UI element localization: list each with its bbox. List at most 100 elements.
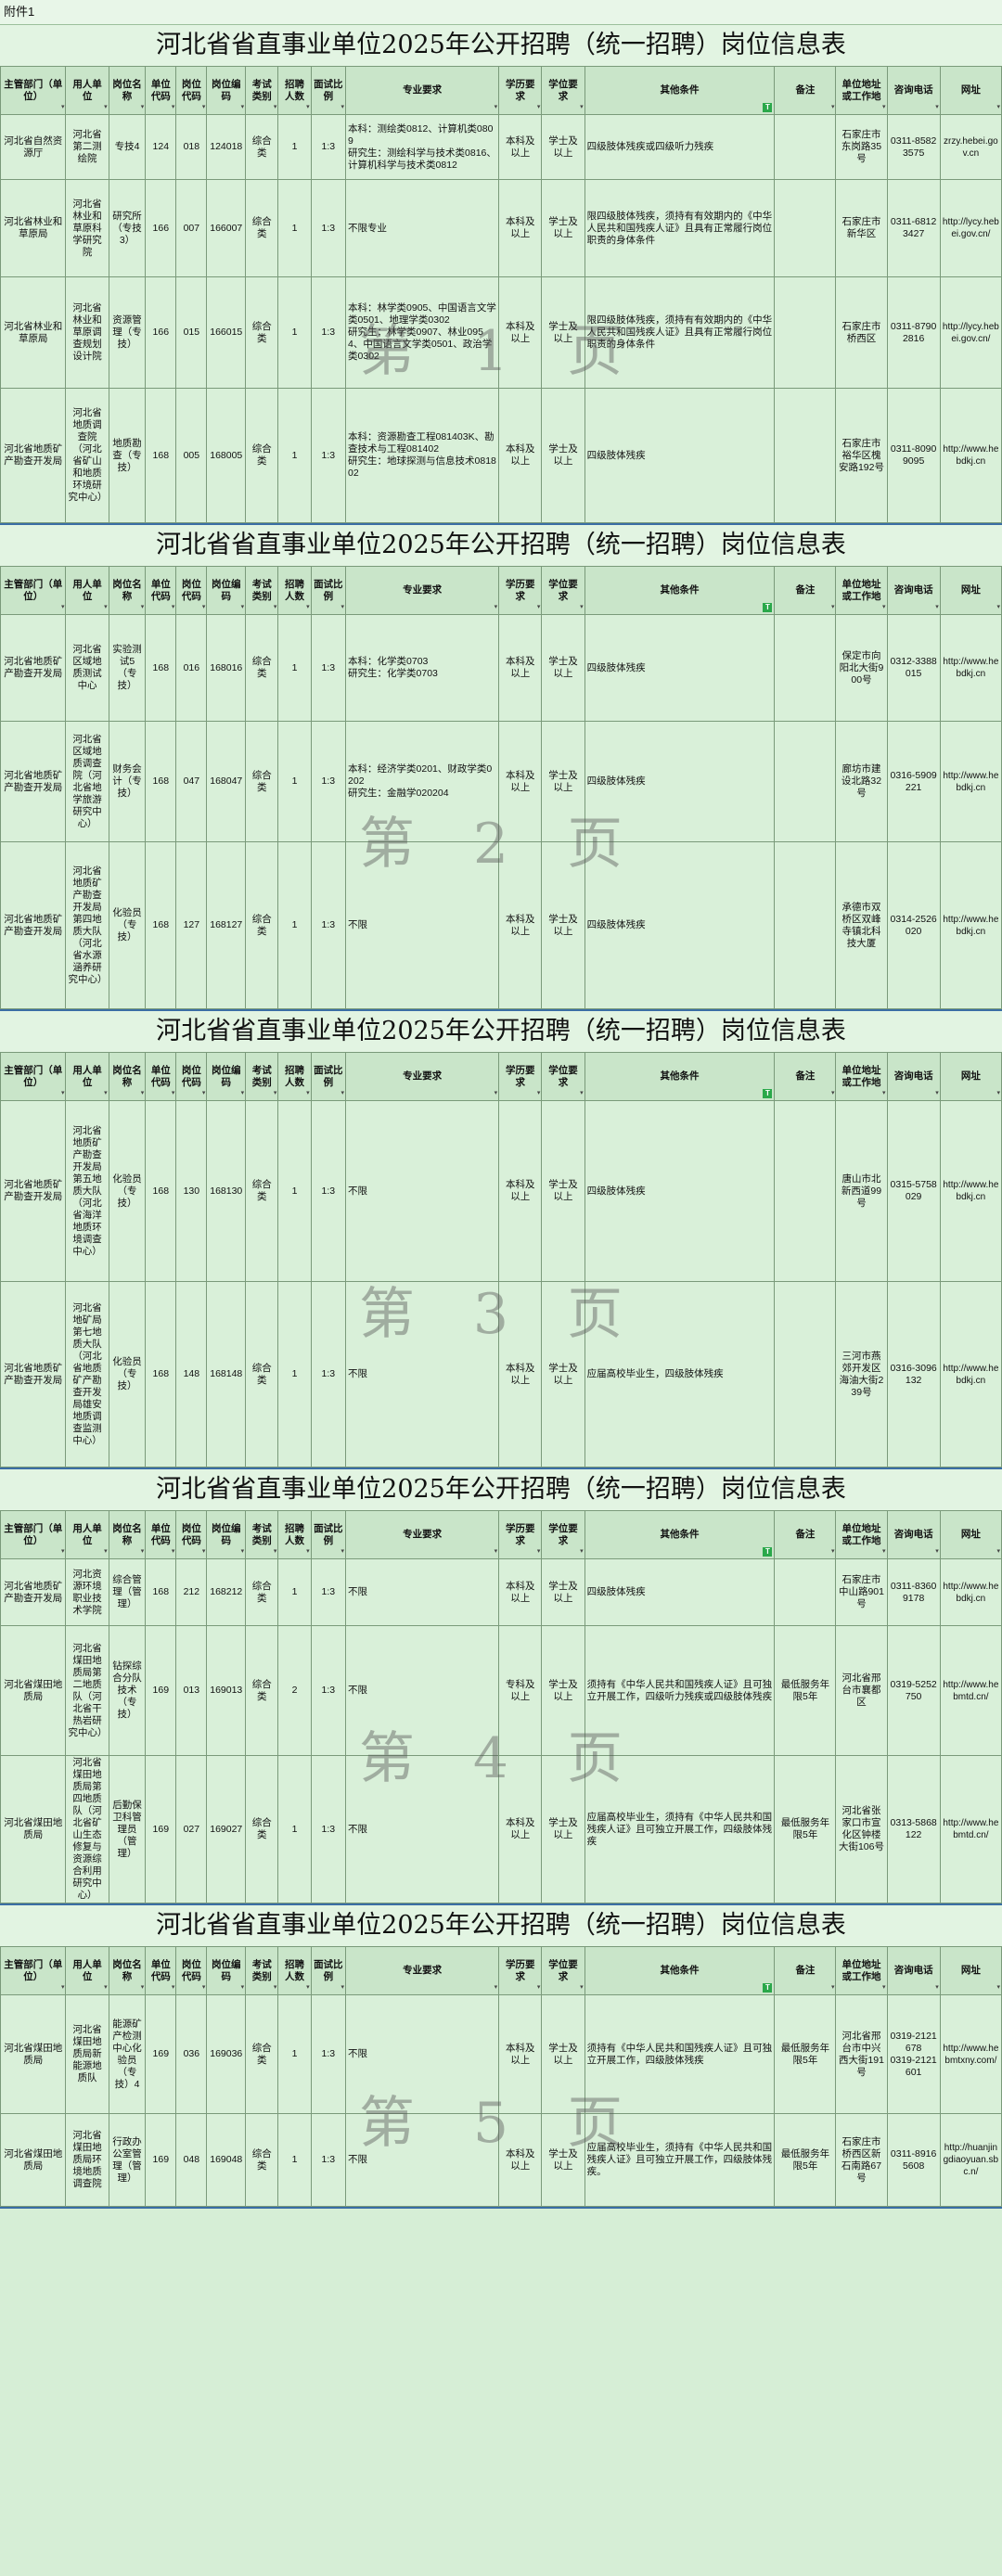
cell-degree[interactable]: 学士及以上 (541, 2113, 585, 2207)
cell-phone[interactable]: 0316-5909221 (886, 721, 941, 842)
cell-employer[interactable]: 河北省林业和草原调查规划设计院 (65, 276, 109, 389)
cell-unit-code[interactable]: 168 (145, 614, 177, 722)
filter-dropdown-icon[interactable]: ▾ (830, 604, 835, 610)
filter-active-icon[interactable]: T (763, 1089, 773, 1098)
cell-post-number[interactable]: 168005 (206, 388, 247, 523)
cell-address[interactable]: 河北省邢台市中兴西大街191号 (835, 1994, 888, 2114)
filter-dropdown-icon[interactable]: ▾ (580, 1090, 584, 1096)
cell-unit-code[interactable]: 169 (145, 1994, 177, 2114)
cell-headcount[interactable]: 1 (277, 276, 312, 389)
cell-post-code[interactable]: 048 (175, 2113, 208, 2207)
cell-phone[interactable]: 0313-5868122 (886, 1755, 941, 1903)
cell-employer[interactable]: 河北省地质矿产勘查开发局第五地质大队（河北省海洋地质环境调查中心） (65, 1100, 109, 1282)
cell-ratio[interactable]: 1:3 (310, 1558, 347, 1626)
cell-ratio[interactable]: 1:3 (310, 276, 347, 389)
filter-dropdown-icon[interactable]: ▾ (882, 1090, 886, 1096)
cell-post-number[interactable]: 168127 (206, 841, 247, 1009)
cell-remark[interactable] (774, 614, 837, 722)
filter-dropdown-icon[interactable]: ▾ (935, 1548, 939, 1555)
cell-major[interactable]: 不限 (345, 1558, 500, 1626)
cell-degree[interactable]: 学士及以上 (541, 614, 585, 722)
header-address[interactable]: 单位地址或工作地▾ (835, 1946, 888, 1995)
header-degree[interactable]: 学位要求▾ (541, 1946, 585, 1995)
filter-dropdown-icon[interactable]: ▾ (60, 1548, 65, 1555)
cell-education[interactable]: 本科及以上 (498, 721, 543, 842)
cell-post-code[interactable]: 130 (175, 1100, 208, 1282)
cell-conditions[interactable]: 应届高校毕业生，须持有《中华人民共和国残疾人证》且可独立开展工作，四级肢体残疾 (584, 1755, 776, 1903)
header-unit-code[interactable]: 单位代码▾ (145, 66, 177, 115)
cell-degree[interactable]: 学士及以上 (541, 1100, 585, 1282)
header-phone[interactable]: 咨询电话▾ (886, 566, 941, 615)
cell-phone[interactable]: 0311-80909095 (886, 388, 941, 523)
cell-remark[interactable]: 最低服务年限5年 (774, 1755, 837, 1903)
filter-dropdown-icon[interactable]: ▾ (104, 1548, 108, 1555)
cell-headcount[interactable]: 1 (277, 1281, 312, 1467)
cell-phone[interactable]: 0314-2526020 (886, 841, 941, 1009)
cell-dept[interactable]: 河北省地质矿产勘查开发局 (0, 841, 67, 1009)
filter-dropdown-icon[interactable]: ▾ (935, 604, 939, 610)
cell-website[interactable]: http://lycy.hebei.gov.cn/ (939, 276, 1002, 389)
header-major[interactable]: 专业要求▾ (345, 1510, 500, 1559)
cell-exam-type[interactable]: 综合类 (245, 1100, 279, 1282)
header-post[interactable]: 岗位名称▾ (108, 1510, 147, 1559)
filter-dropdown-icon[interactable]: ▾ (273, 104, 277, 110)
header-degree[interactable]: 学位要求▾ (541, 566, 585, 615)
filter-dropdown-icon[interactable]: ▾ (580, 1984, 584, 1991)
cell-address[interactable]: 河北省张家口市宣化区钟楼大街106号 (835, 1755, 888, 1903)
filter-dropdown-icon[interactable]: ▾ (104, 1090, 108, 1096)
filter-dropdown-icon[interactable]: ▾ (580, 1548, 584, 1555)
header-post-number[interactable]: 岗位编码▾ (206, 1052, 247, 1101)
cell-phone[interactable]: 0311-85823575 (886, 114, 941, 180)
cell-website[interactable]: http://lycy.hebei.gov.cn/ (939, 179, 1002, 277)
filter-dropdown-icon[interactable]: ▾ (240, 1090, 245, 1096)
cell-ratio[interactable]: 1:3 (310, 1100, 347, 1282)
cell-dept[interactable]: 河北省煤田地质局 (0, 2113, 67, 2207)
filter-dropdown-icon[interactable]: ▾ (171, 104, 175, 110)
cell-conditions[interactable]: 须持有《中华人民共和国残疾人证》且可独立开展工作，四级听力残疾或四级肢体残疾 (584, 1625, 776, 1756)
filter-dropdown-icon[interactable]: ▾ (171, 1090, 175, 1096)
cell-post-code[interactable]: 036 (175, 1994, 208, 2114)
cell-unit-code[interactable]: 166 (145, 179, 177, 277)
filter-dropdown-icon[interactable]: ▾ (140, 1984, 145, 1991)
header-remark[interactable]: 备注▾ (774, 1052, 837, 1101)
cell-major[interactable]: 不限专业 (345, 179, 500, 277)
cell-website[interactable]: http://www.hebdkj.cn (939, 841, 1002, 1009)
header-post-code[interactable]: 岗位代码▾ (175, 66, 208, 115)
filter-dropdown-icon[interactable]: ▾ (306, 1090, 310, 1096)
header-headcount[interactable]: 招聘人数▾ (277, 1052, 312, 1101)
cell-remark[interactable] (774, 721, 837, 842)
cell-phone[interactable]: 0319-5252750 (886, 1625, 941, 1756)
filter-dropdown-icon[interactable]: ▾ (306, 104, 310, 110)
cell-post[interactable]: 地质勘查（专技） (108, 388, 147, 523)
cell-conditions[interactable]: 应届高校毕业生，须持有《中华人民共和国残疾人证》且可独立开展工作，四级肢体残疾。 (584, 2113, 776, 2207)
cell-dept[interactable]: 河北省煤田地质局 (0, 1625, 67, 1756)
cell-post[interactable]: 行政办公室管理（管理） (108, 2113, 147, 2207)
cell-exam-type[interactable]: 综合类 (245, 276, 279, 389)
cell-degree[interactable]: 学士及以上 (541, 721, 585, 842)
cell-ratio[interactable]: 1:3 (310, 1994, 347, 2114)
header-headcount[interactable]: 招聘人数▾ (277, 1510, 312, 1559)
cell-employer[interactable]: 河北资源环境职业技术学院 (65, 1558, 109, 1626)
filter-dropdown-icon[interactable]: ▾ (201, 104, 206, 110)
cell-exam-type[interactable]: 综合类 (245, 614, 279, 722)
cell-remark[interactable] (774, 1100, 837, 1282)
cell-headcount[interactable]: 1 (277, 1100, 312, 1282)
cell-remark[interactable] (774, 1558, 837, 1626)
cell-dept[interactable]: 河北省煤田地质局 (0, 1994, 67, 2114)
cell-address[interactable]: 石家庄市裕华区槐安路192号 (835, 388, 888, 523)
cell-post-number[interactable]: 168130 (206, 1100, 247, 1282)
cell-ratio[interactable]: 1:3 (310, 1755, 347, 1903)
filter-dropdown-icon[interactable]: ▾ (494, 104, 498, 110)
filter-dropdown-icon[interactable]: ▾ (104, 1984, 108, 1991)
filter-dropdown-icon[interactable]: ▾ (171, 1984, 175, 1991)
filter-dropdown-icon[interactable]: ▾ (171, 604, 175, 610)
filter-dropdown-icon[interactable]: ▾ (830, 1090, 835, 1096)
header-degree[interactable]: 学位要求▾ (541, 1510, 585, 1559)
cell-education[interactable]: 本科及以上 (498, 114, 543, 180)
cell-unit-code[interactable]: 168 (145, 388, 177, 523)
filter-dropdown-icon[interactable]: ▾ (536, 604, 541, 610)
